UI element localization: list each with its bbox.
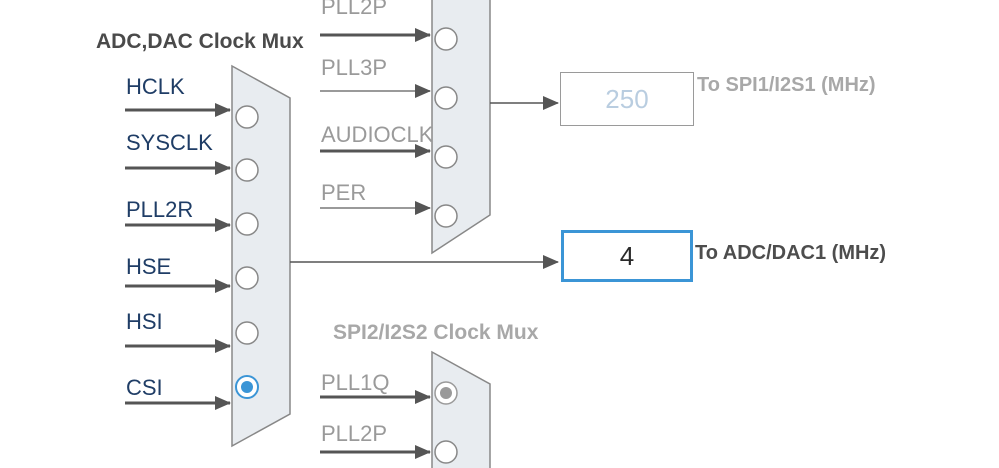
adc-input-label-hse: HSE <box>126 254 172 279</box>
spi2-input-label-pll1q: PLL1Q <box>321 370 390 395</box>
adc-input-label-pll2r: PLL2R <box>126 197 194 222</box>
adc-radio-csi-selected-dot <box>241 381 253 393</box>
spi1-radio-pll3p[interactable] <box>434 86 458 110</box>
spi2-radio-pll1q-selected-dot <box>440 387 452 399</box>
adc-radio-hse[interactable] <box>235 266 259 290</box>
spi2-input-label-pll2p: PLL2P <box>321 421 388 446</box>
spi1-input-label-audioclk: AUDIOCLK <box>321 122 434 147</box>
adc-radio-hclk[interactable] <box>235 105 259 129</box>
spi1-frequency-field[interactable]: 250 <box>560 72 694 126</box>
spi1-radio-per[interactable] <box>434 204 458 228</box>
adc-input-label-hsi: HSI <box>126 309 163 334</box>
spi2-radio-pll2p[interactable] <box>434 440 458 464</box>
spi1-output-label: To SPI1/I2S1 (MHz) <box>697 74 876 96</box>
adc-output-label: To ADC/DAC1 (MHz) <box>695 242 887 264</box>
adc-frequency-field[interactable]: 4 <box>561 230 693 282</box>
spi2-mux-body <box>431 350 491 468</box>
adc-input-label-csi: CSI <box>126 375 163 400</box>
spi1-input-label-pll2p: PLL2P <box>321 0 388 19</box>
spi1-radio-audioclk[interactable] <box>434 145 458 169</box>
spi1-input-label-per: PER <box>321 180 367 205</box>
spi1-radio-pll2p[interactable] <box>434 27 458 51</box>
adc-mux-title: ADC,DAC Clock Mux <box>96 30 304 53</box>
spi2-mux-title: SPI2/I2S2 Clock Mux <box>333 321 539 344</box>
adc-radio-sysclk[interactable] <box>235 158 259 182</box>
spi1-input-label-pll3p: PLL3P <box>321 55 388 80</box>
spi1-mux-body <box>431 0 491 255</box>
adc-radio-hsi[interactable] <box>235 321 259 345</box>
adc-input-label-sysclk: SYSCLK <box>126 130 213 155</box>
adc-input-label-hclk: HCLK <box>126 74 185 99</box>
adc-radio-pll2r[interactable] <box>235 212 259 236</box>
